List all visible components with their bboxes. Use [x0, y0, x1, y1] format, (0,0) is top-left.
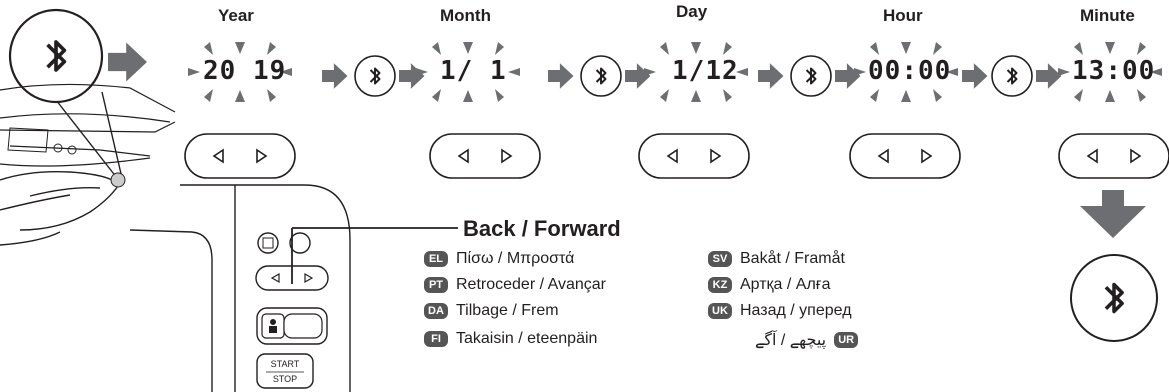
start-stop-button[interactable] [256, 353, 314, 389]
finger-sketch [0, 171, 119, 246]
year-display: 20 19 [203, 56, 287, 86]
day-display: 1/12 [672, 56, 739, 86]
minute-back-forward-button[interactable] [1058, 133, 1169, 179]
month-back-forward-button[interactable] [429, 133, 541, 179]
step-label-minute: Minute [1080, 6, 1135, 25]
minute-display: 13:00 [1072, 56, 1156, 86]
step-label-day: Day [676, 2, 708, 21]
device-panel [129, 184, 351, 392]
monitor-top-sketch [0, 83, 176, 167]
hour-back-forward-button[interactable] [849, 133, 961, 179]
month-display: 1/ 1 [440, 56, 507, 86]
bluetooth-hardware-button[interactable] [110, 172, 126, 188]
step-label-hour: Hour [883, 6, 923, 25]
day-back-forward-button[interactable] [638, 133, 750, 179]
back-forward-title: Back / Forward [463, 216, 621, 241]
right-triangle-icon [304, 272, 314, 284]
flow-connector-3 [758, 55, 861, 97]
arrow-right-icon [108, 42, 147, 82]
memo-icon [262, 237, 274, 249]
arrow-down-icon [1080, 190, 1146, 238]
step-label-month: Month [440, 6, 491, 25]
bluetooth-button-callout [8, 8, 123, 179]
flow-connector-2 [548, 55, 651, 97]
left-triangle-icon [270, 272, 280, 284]
year-back-forward-button[interactable] [184, 133, 296, 179]
flow-connector-4 [962, 55, 1062, 97]
memo-button[interactable] [257, 232, 279, 254]
monitor-display-sketch [7, 127, 77, 155]
step-label-year: Year [218, 6, 254, 25]
hour-display: 00:00 [868, 56, 952, 86]
callout-line [291, 227, 458, 284]
stop-label: STOP [272, 374, 298, 384]
settings-button[interactable] [289, 232, 311, 254]
device-buttons [255, 232, 329, 389]
user-icon [270, 319, 276, 325]
start-label: START [270, 359, 300, 369]
flow-connector-1 [322, 55, 425, 97]
